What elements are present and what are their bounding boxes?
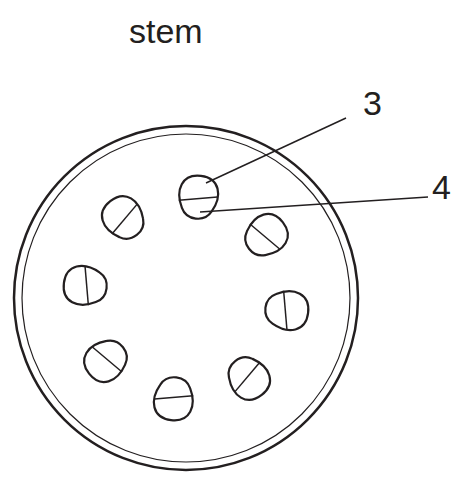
vascular-bundles <box>62 174 311 423</box>
callout-number: 3 <box>363 86 382 120</box>
cortex-ring <box>22 134 350 462</box>
cambium-line <box>155 391 194 404</box>
bundle-outline <box>95 189 152 247</box>
vascular-bundle <box>263 289 310 333</box>
bundle-outline <box>263 289 310 333</box>
bundle-outline <box>237 207 295 264</box>
bundle-outline <box>62 264 109 308</box>
vascular-bundle <box>62 264 109 308</box>
callout-number: 4 <box>432 170 451 204</box>
bundle-outline <box>177 174 221 221</box>
leader-line <box>200 197 428 212</box>
bundle-outline <box>77 332 135 389</box>
title: stem <box>129 14 203 48</box>
leader-line <box>206 118 346 183</box>
vascular-bundle <box>237 207 295 264</box>
vascular-bundle <box>152 375 196 422</box>
vascular-bundle <box>95 189 152 247</box>
vascular-bundle <box>77 332 135 389</box>
cambium-line <box>107 204 142 234</box>
cambium-line <box>179 192 218 205</box>
bundle-outline <box>152 375 196 422</box>
cambium-line <box>250 219 280 254</box>
bundle-outline <box>220 349 277 407</box>
cambium-line <box>80 267 93 306</box>
vascular-bundle <box>177 174 221 221</box>
cambium-line <box>279 291 292 330</box>
vascular-bundle <box>220 349 277 407</box>
cambium-line <box>230 362 265 392</box>
epidermis <box>14 126 358 470</box>
cambium-line <box>92 342 122 377</box>
